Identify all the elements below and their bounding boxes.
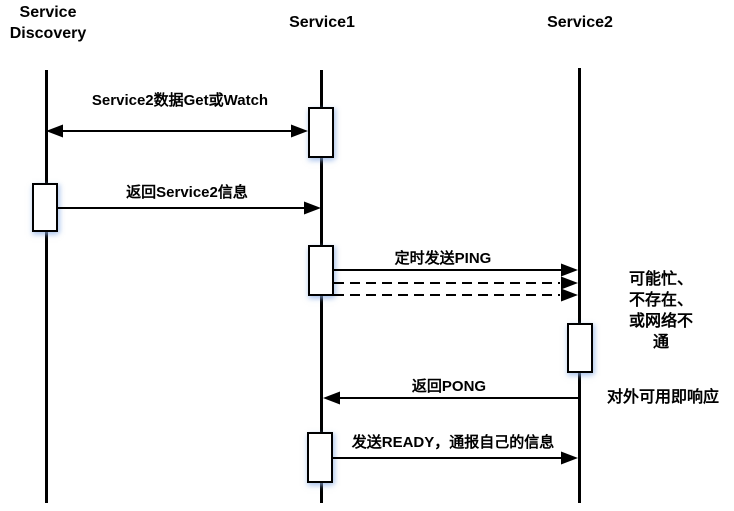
- message-ping-retry2-arrowhead: [561, 288, 578, 302]
- message-return-info-arrowhead: [304, 201, 321, 215]
- activation-service1-ping: [308, 245, 334, 296]
- activation-service1-ready: [307, 432, 333, 483]
- annotation-ping-failure: 可能忙、不存在、 或网络不通: [628, 271, 693, 351]
- participant-label-service-discovery: Service Discovery: [9, 4, 87, 42]
- message-return-info-label: 返回Service2信息: [126, 184, 248, 201]
- message-get-watch-arrowhead-left: [46, 124, 63, 138]
- participant-label-service1: Service1: [289, 14, 355, 31]
- message-pong-label: 返回PONG: [411, 378, 487, 395]
- message-get-watch-arrowhead-right: [291, 124, 308, 138]
- participant-label-service2: Service2: [547, 14, 613, 31]
- activation-service1-top: [308, 107, 334, 158]
- message-ping-retry1-arrowhead: [561, 276, 578, 290]
- message-get-watch-label: Service2数据Get或Watch: [91, 92, 269, 109]
- message-ready-arrowhead: [561, 451, 578, 465]
- activation-service2: [567, 323, 593, 373]
- message-ping-arrowhead: [561, 263, 578, 277]
- lifeline-service2: [578, 68, 581, 503]
- lifeline-service-discovery: [45, 70, 48, 503]
- activation-service-discovery: [32, 183, 58, 232]
- message-ready-label: 发送READY，通报自己的信息: [351, 434, 555, 451]
- annotation-pong-availability: 对外可用即响应: [606, 389, 720, 406]
- message-ping-label: 定时发送PING: [394, 250, 492, 267]
- message-pong-arrowhead: [323, 391, 340, 405]
